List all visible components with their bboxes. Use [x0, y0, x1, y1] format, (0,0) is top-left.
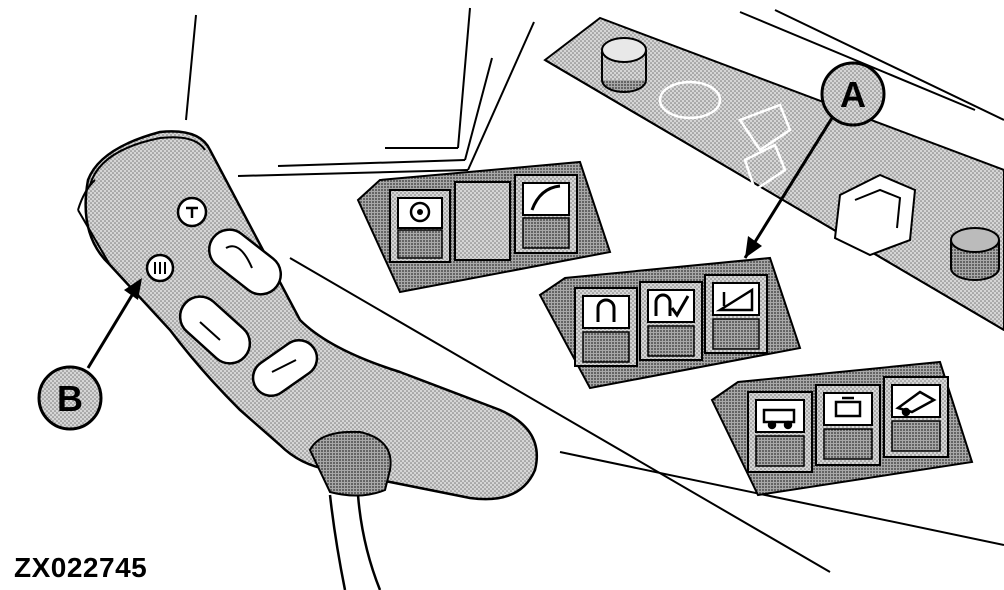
callout-a: A	[743, 61, 886, 259]
rocker-switch[interactable]	[574, 287, 638, 367]
rocker-switch[interactable]	[389, 189, 451, 263]
joystick-rocker-upper[interactable]	[201, 222, 289, 303]
rocker-switch[interactable]	[514, 174, 578, 254]
rocker-switch[interactable]	[747, 391, 813, 473]
knob[interactable]	[601, 37, 647, 93]
rocker-switch[interactable]	[704, 274, 768, 354]
joystick-top-button[interactable]	[176, 196, 208, 228]
engine-icon	[834, 396, 862, 418]
joystick	[77, 130, 539, 590]
knob[interactable]	[950, 227, 1000, 281]
rocker-switch[interactable]	[639, 281, 703, 361]
background-lines	[185, 7, 1004, 573]
joystick-rocker-lower[interactable]	[172, 288, 258, 371]
dump-trailer-icon	[895, 390, 937, 417]
blank-switch-plate	[454, 181, 511, 261]
figure-id: ZX022745	[14, 552, 148, 583]
dashboard-strip	[543, 16, 1004, 332]
rpm-label-icon	[658, 80, 792, 192]
cab-icon	[833, 173, 917, 257]
ramp-icon	[715, 287, 754, 312]
switch-panel-bottom	[710, 360, 974, 497]
curved-arrow-icon	[530, 184, 561, 211]
steering-wheel-icon	[409, 201, 431, 223]
trailer-icon	[762, 408, 796, 430]
callout-a-label: A	[840, 74, 866, 115]
horseshoe-check-icon	[654, 293, 690, 318]
rocker-switch[interactable]	[883, 376, 949, 458]
switch-panel-top	[356, 160, 612, 294]
horseshoe-icon	[596, 298, 616, 322]
callout-b-label: B	[57, 378, 83, 419]
joystick-rocker-side[interactable]	[246, 333, 324, 403]
switch-panel-middle	[538, 256, 802, 390]
rocker-switch[interactable]	[815, 384, 881, 466]
callout-b: B	[37, 278, 142, 431]
joystick-button[interactable]	[145, 253, 175, 283]
